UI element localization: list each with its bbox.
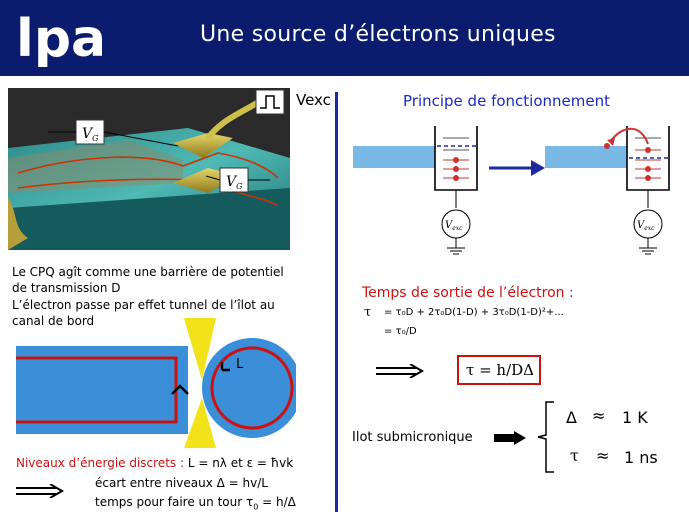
- eq1-lhs: τ: [364, 305, 372, 320]
- cpq-text-4: canal de bord: [12, 314, 95, 328]
- gap-text: écart entre niveaux Δ = hv/L: [95, 476, 268, 490]
- delta-symbol: Δ: [566, 408, 577, 427]
- arrow-icon: [16, 484, 64, 498]
- result-box: [457, 355, 541, 385]
- levels-text: Niveaux d’énergie discrets : L = nλ et ε…: [16, 456, 294, 470]
- cpq-text-3: L’électron passe par effet tunnel de l’î…: [12, 298, 275, 312]
- approx-symbol-1: ≈: [592, 406, 606, 425]
- eq1-rhs: = τ₀D + 2τ₀D(1-D) + 3τ₀D(1-D)²+...: [384, 307, 564, 318]
- delta-value: 1 K: [622, 408, 648, 427]
- ilot-label: Ilot submicronique: [352, 430, 473, 445]
- tour-text: temps pour faire un tour τ0 = h/Δ: [95, 495, 296, 512]
- loop-length-label: L: [236, 357, 244, 372]
- principle-title: Principe de fonctionnement: [403, 92, 610, 110]
- lpa-logo: lpa: [16, 9, 104, 69]
- bracket-icon: [537, 401, 554, 473]
- device-photo: VG VG: [8, 88, 290, 250]
- cpq-text-2: de transmission D: [12, 281, 121, 295]
- exit-time-title: Temps de sortie de l’électron :: [362, 285, 574, 301]
- vg-label-1: VG: [82, 126, 99, 143]
- vexc-label: Vexc: [296, 91, 331, 109]
- arrow-icon: [376, 364, 424, 378]
- logo-text: lpa: [16, 9, 104, 69]
- header-bar: [0, 0, 689, 76]
- column-divider: [335, 92, 338, 512]
- vexc-small-1: Vexc: [445, 220, 463, 232]
- qpc-schematic: L: [16, 318, 296, 448]
- cpq-text-1: Le CPQ agît comme une barrière de potent…: [12, 265, 284, 279]
- thick-arrow-icon: [494, 431, 526, 445]
- approx-symbol-2: ≈: [596, 446, 610, 465]
- tau-value: 1 ns: [624, 448, 658, 467]
- vg-label-2: VG: [226, 174, 243, 191]
- principle-diagram: Vexc Vexc: [353, 126, 670, 255]
- boxed-formula: τ = h/DΔ: [466, 361, 534, 379]
- tau-symbol: τ: [570, 446, 579, 465]
- vexc-small-2: Vexc: [637, 220, 655, 232]
- eq2: = τ₀/D: [384, 326, 417, 337]
- page-title: Une source d’électrons uniques: [200, 22, 556, 47]
